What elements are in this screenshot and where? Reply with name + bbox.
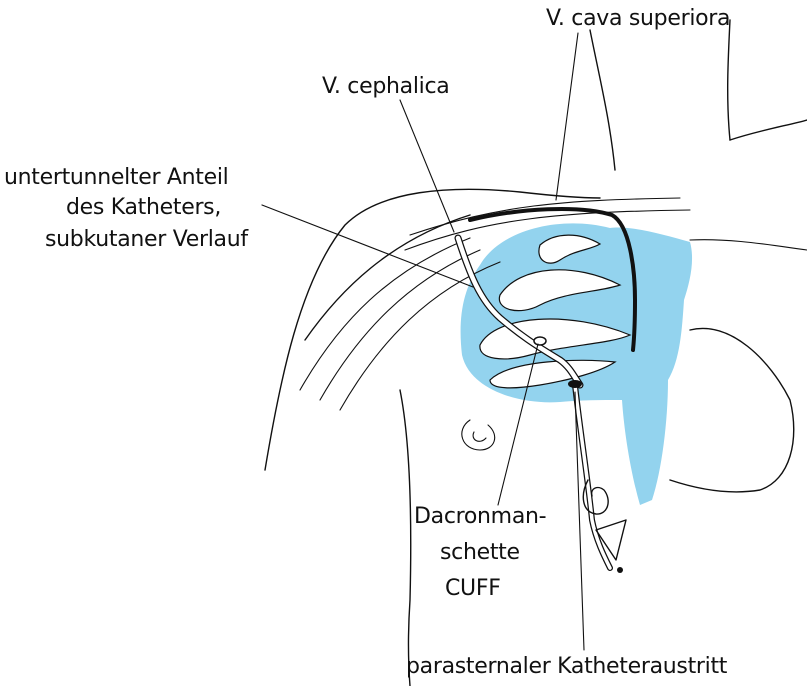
- shoulder-right-outline: [730, 120, 807, 140]
- arm-inner-outline: [305, 215, 470, 340]
- exit-point-marker: [568, 380, 582, 388]
- pectoral-line-2: [320, 250, 480, 400]
- leader-cephalica: [400, 100, 454, 232]
- label-tunnel-line-3: subkutaner Verlauf: [45, 225, 248, 254]
- neck-right-outline: [728, 20, 730, 140]
- label-vena-cava: V. cava superiora: [546, 4, 730, 33]
- heart-outline: [670, 328, 794, 492]
- torso-left-outline: [400, 390, 411, 686]
- rib-right-line: [690, 240, 807, 250]
- label-tunnel-line-2: des Katheters,: [66, 193, 221, 222]
- label-cuff-line-1: Dacronman-: [414, 502, 546, 531]
- label-cephalica: V. cephalica: [322, 72, 449, 101]
- leader-tunnel: [262, 205, 473, 287]
- label-exit: parasternaler Katheteraustritt: [406, 652, 727, 681]
- label-cuff-line-3: CUFF: [445, 574, 501, 603]
- neck-left-outline: [590, 30, 615, 170]
- catheter-tip: [617, 567, 623, 573]
- nipple-inner: [473, 432, 486, 441]
- label-cuff-line-2: schette: [440, 538, 520, 567]
- leader-vena-cava: [556, 33, 578, 200]
- label-tunnel-line-1: untertunnelter Anteil: [4, 163, 228, 192]
- cuff-marker: [534, 337, 546, 345]
- nipple-outline: [462, 420, 495, 450]
